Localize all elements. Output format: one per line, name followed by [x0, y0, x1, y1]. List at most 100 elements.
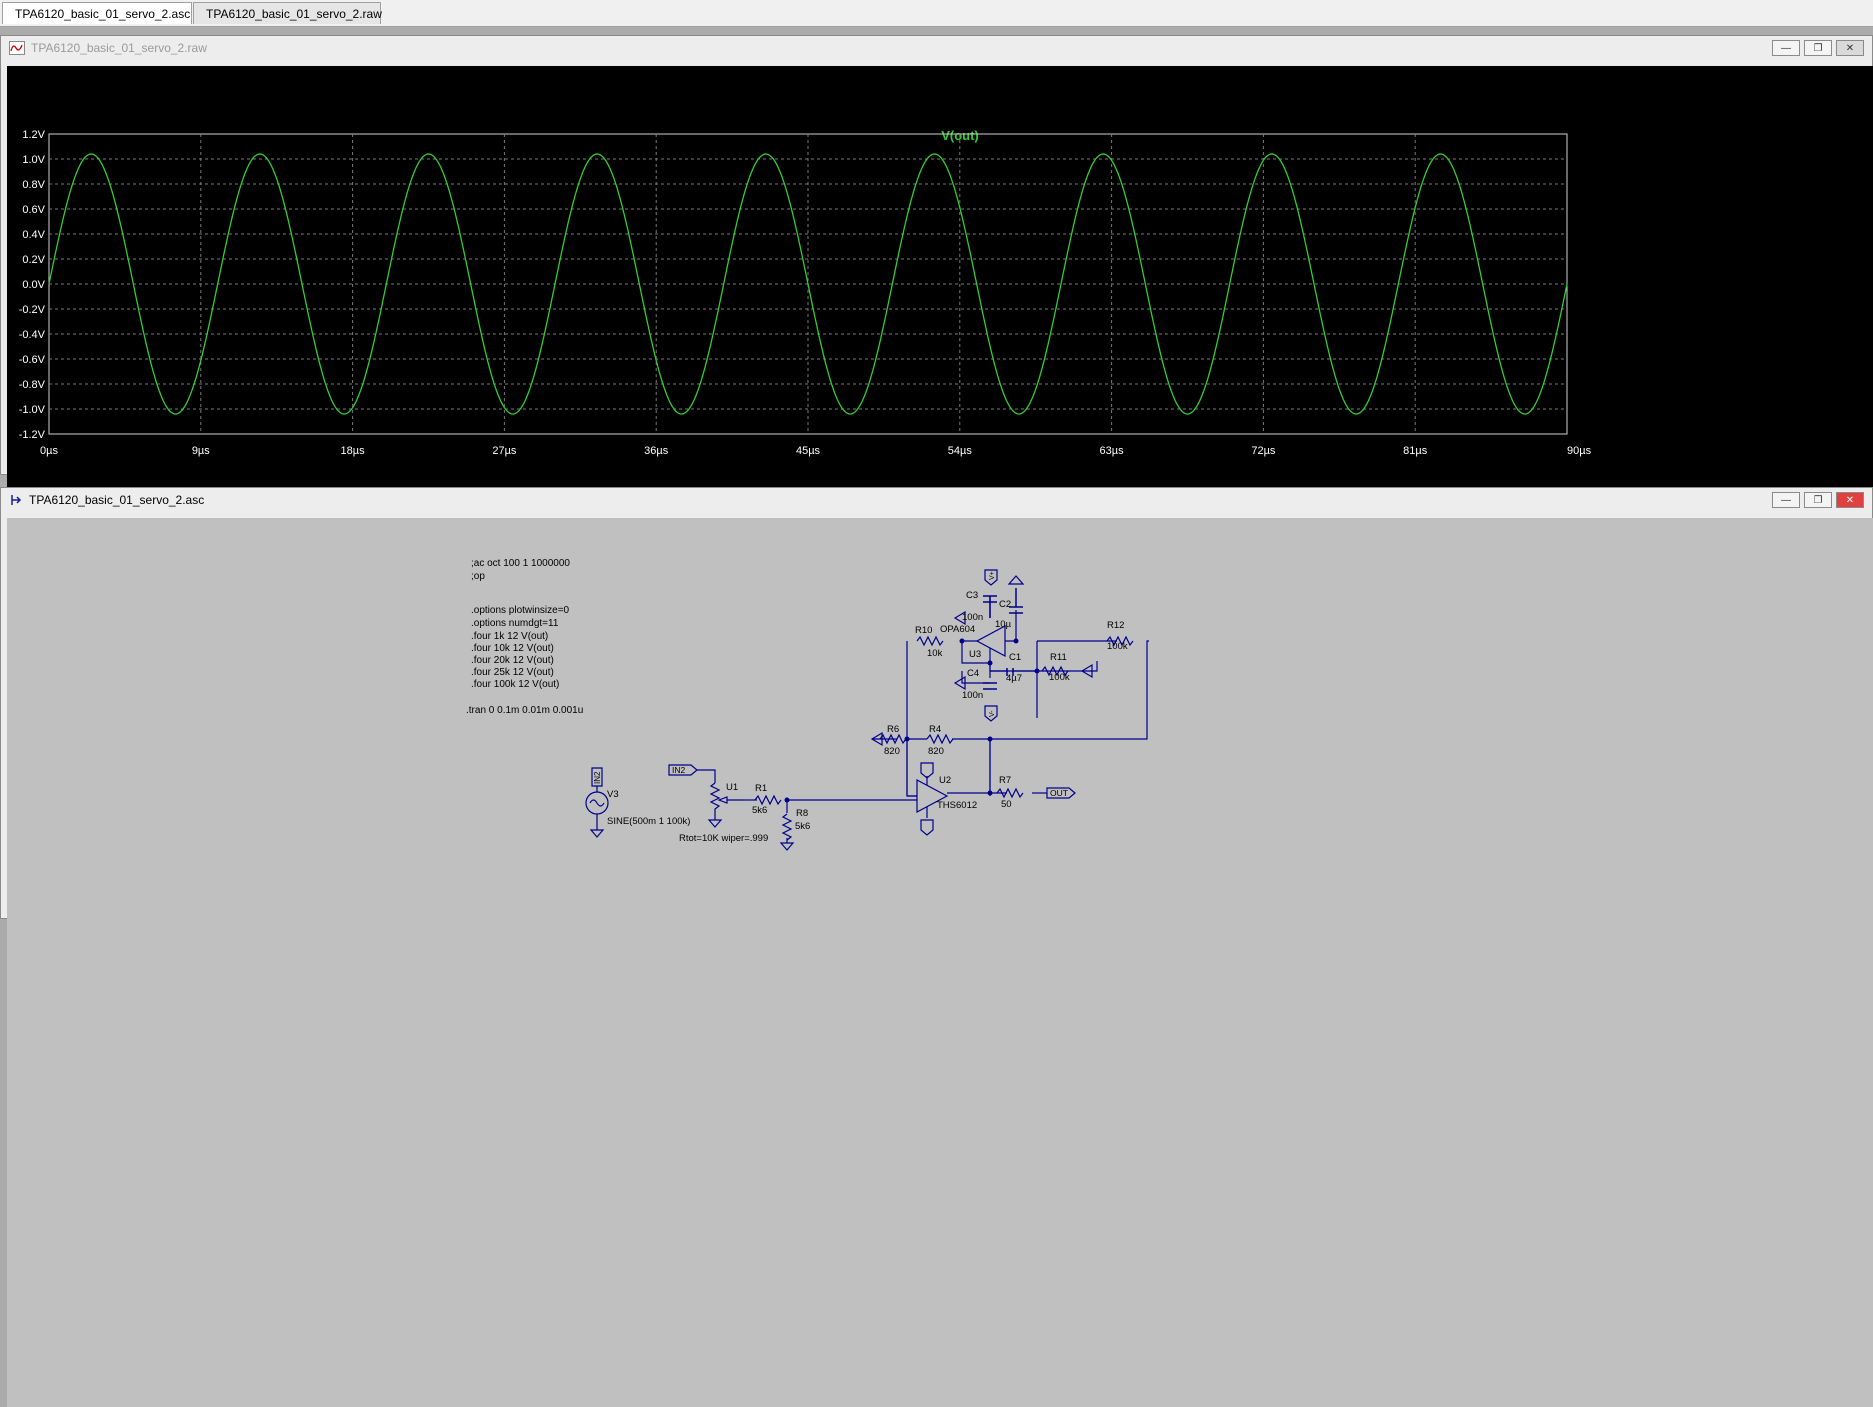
ground-icon: [953, 675, 966, 691]
vout-trace: [48, 153, 1568, 415]
capacitors[interactable]: [983, 588, 1023, 690]
label-c3: C3: [966, 590, 978, 601]
schematic-icon: [11, 495, 22, 505]
schematic-window: TPA6120_basic_01_servo_2.asc — ❐ ✕ ;ac o…: [0, 487, 1873, 1407]
y-tick-label: 0.8V: [22, 179, 45, 191]
wires: [596, 596, 1149, 843]
x-tick-label: 72µs: [1251, 445, 1276, 457]
tab-label: TPA6120_basic_01_servo_2.asc: [15, 6, 191, 21]
minimize-button[interactable]: —: [1772, 492, 1800, 508]
label-vplus: V+: [989, 571, 996, 580]
out-flag: [1046, 787, 1076, 799]
value-r12: 100k: [1107, 641, 1128, 652]
y-tick-label: -1.2V: [19, 429, 46, 441]
directive: .four 20k 12 V(out): [471, 655, 554, 666]
x-tick-label: 36µs: [644, 445, 669, 457]
opamp-u3-opa604: [975, 624, 1006, 658]
value-r10: 10k: [927, 648, 943, 659]
label-r1: R1: [755, 783, 767, 794]
y-tick-label: -0.8V: [19, 379, 46, 391]
value-r1: 5k6: [752, 805, 767, 816]
restore-button[interactable]: ❐: [1804, 492, 1832, 508]
value-c2: 10µ: [995, 619, 1012, 630]
resistor-r7: [996, 787, 1024, 799]
capacitor-c2: [1009, 588, 1023, 614]
ground-icon: [953, 610, 966, 626]
x-tick-label: 81µs: [1403, 445, 1428, 457]
waveform-plot[interactable]: V(out) 1.2V1.0V0.8V0.6V0.4V0.2V0.0V-0.2V…: [7, 66, 1873, 506]
waveform-window: TPA6120_basic_01_servo_2.raw — ❐ ✕ V(out…: [0, 35, 1873, 506]
y-tick-label: -0.2V: [19, 304, 46, 316]
close-button[interactable]: ✕: [1836, 492, 1864, 508]
label-ths6012: THS6012: [937, 800, 977, 811]
ground-icon: [589, 829, 605, 838]
resistor-r4: [926, 733, 954, 745]
tab-waveform[interactable]: TPA6120_basic_01_servo_2.raw: [193, 2, 382, 24]
opamps[interactable]: [916, 624, 1006, 813]
directive: .options plotwinsize=0: [471, 605, 570, 616]
y-tick-label: 0.0V: [22, 279, 45, 291]
power-symbols: [585, 569, 1093, 851]
label-u2: U2: [939, 775, 951, 786]
tab-schematic[interactable]: TPA6120_basic_01_servo_2.asc: [2, 2, 192, 24]
value-c3: 100n: [962, 612, 983, 623]
value-c1: 4µ7: [1006, 673, 1022, 684]
vminus-flag: [984, 705, 998, 722]
minimize-button[interactable]: —: [1772, 40, 1800, 56]
label-r11: R11: [1050, 652, 1067, 663]
value-c4: 100n: [962, 690, 983, 701]
close-button[interactable]: ✕: [1836, 40, 1864, 56]
x-tick-label: 45µs: [796, 445, 821, 457]
directive: ;op: [471, 571, 485, 582]
y-tick-label: 1.2V: [22, 129, 45, 141]
x-tick-label: 63µs: [1100, 445, 1125, 457]
label-v3: V3: [607, 789, 619, 800]
y-tick-label: 0.6V: [22, 204, 45, 216]
label-vminus: V-: [989, 710, 996, 717]
ground-icon: [1080, 663, 1093, 679]
directive: .four 100k 12 V(out): [471, 679, 559, 690]
schematic-canvas[interactable]: ;ac oct 100 1 1000000 ;op .options plotw…: [7, 518, 1873, 1407]
schematic-window-titlebar[interactable]: TPA6120_basic_01_servo_2.asc: [1, 488, 1872, 512]
ground-icon: [779, 842, 795, 851]
waveform-window-titlebar[interactable]: TPA6120_basic_01_servo_2.raw: [1, 36, 1872, 60]
directive: .four 1k 12 V(out): [471, 631, 548, 642]
resistors[interactable]: [709, 635, 1134, 841]
in2-flag: [668, 764, 698, 776]
schematic-drawing[interactable]: ;ac oct 100 1 1000000 ;op .options plotw…: [7, 518, 1873, 920]
resistor-r1: [754, 794, 782, 806]
ground-icon: [870, 731, 883, 747]
value-r7: 50: [1001, 799, 1012, 810]
resistor-r8: [781, 813, 793, 841]
resistor-r10: [916, 635, 944, 647]
x-tick-label: 90µs: [1567, 445, 1592, 457]
restore-button[interactable]: ❐: [1804, 40, 1832, 56]
x-tick-label: 27µs: [492, 445, 517, 457]
value-r11: 100k: [1049, 672, 1070, 683]
resistor-r11: [1041, 665, 1069, 677]
in2-flag-v3: [591, 767, 603, 787]
ground-icon: [707, 819, 723, 828]
capacitor-c1: [1006, 668, 1014, 676]
window-title: TPA6120_basic_01_servo_2.asc: [29, 493, 205, 507]
label-r12: R12: [1107, 620, 1124, 631]
value-u1: Rtot=10K wiper=.999: [679, 833, 768, 844]
label-r6: R6: [887, 724, 899, 735]
ground-icon: [1007, 575, 1025, 585]
label-r8: R8: [796, 808, 808, 819]
vminus-flag-u2: [920, 819, 934, 836]
y-tick-label: -0.4V: [19, 329, 46, 341]
x-tick-label: 0µs: [40, 445, 58, 457]
spice-directives[interactable]: ;ac oct 100 1 1000000 ;op .options plotw…: [466, 558, 583, 716]
component-labels[interactable]: C3 100n C2 10µ R10 10k OPA604 U3 C1 4µ7 …: [593, 571, 1128, 844]
label-r7: R7: [999, 775, 1011, 786]
label-in2-v3: IN2: [593, 771, 602, 784]
directive: ;ac oct 100 1 1000000: [471, 558, 570, 569]
window-title: TPA6120_basic_01_servo_2.raw: [31, 41, 207, 55]
label-opa604: OPA604: [940, 624, 975, 635]
vplus-flag-u2: [920, 762, 934, 779]
directive: .four 25k 12 V(out): [471, 667, 554, 678]
directive: .four 10k 12 V(out): [471, 643, 554, 654]
x-tick-label: 9µs: [192, 445, 210, 457]
